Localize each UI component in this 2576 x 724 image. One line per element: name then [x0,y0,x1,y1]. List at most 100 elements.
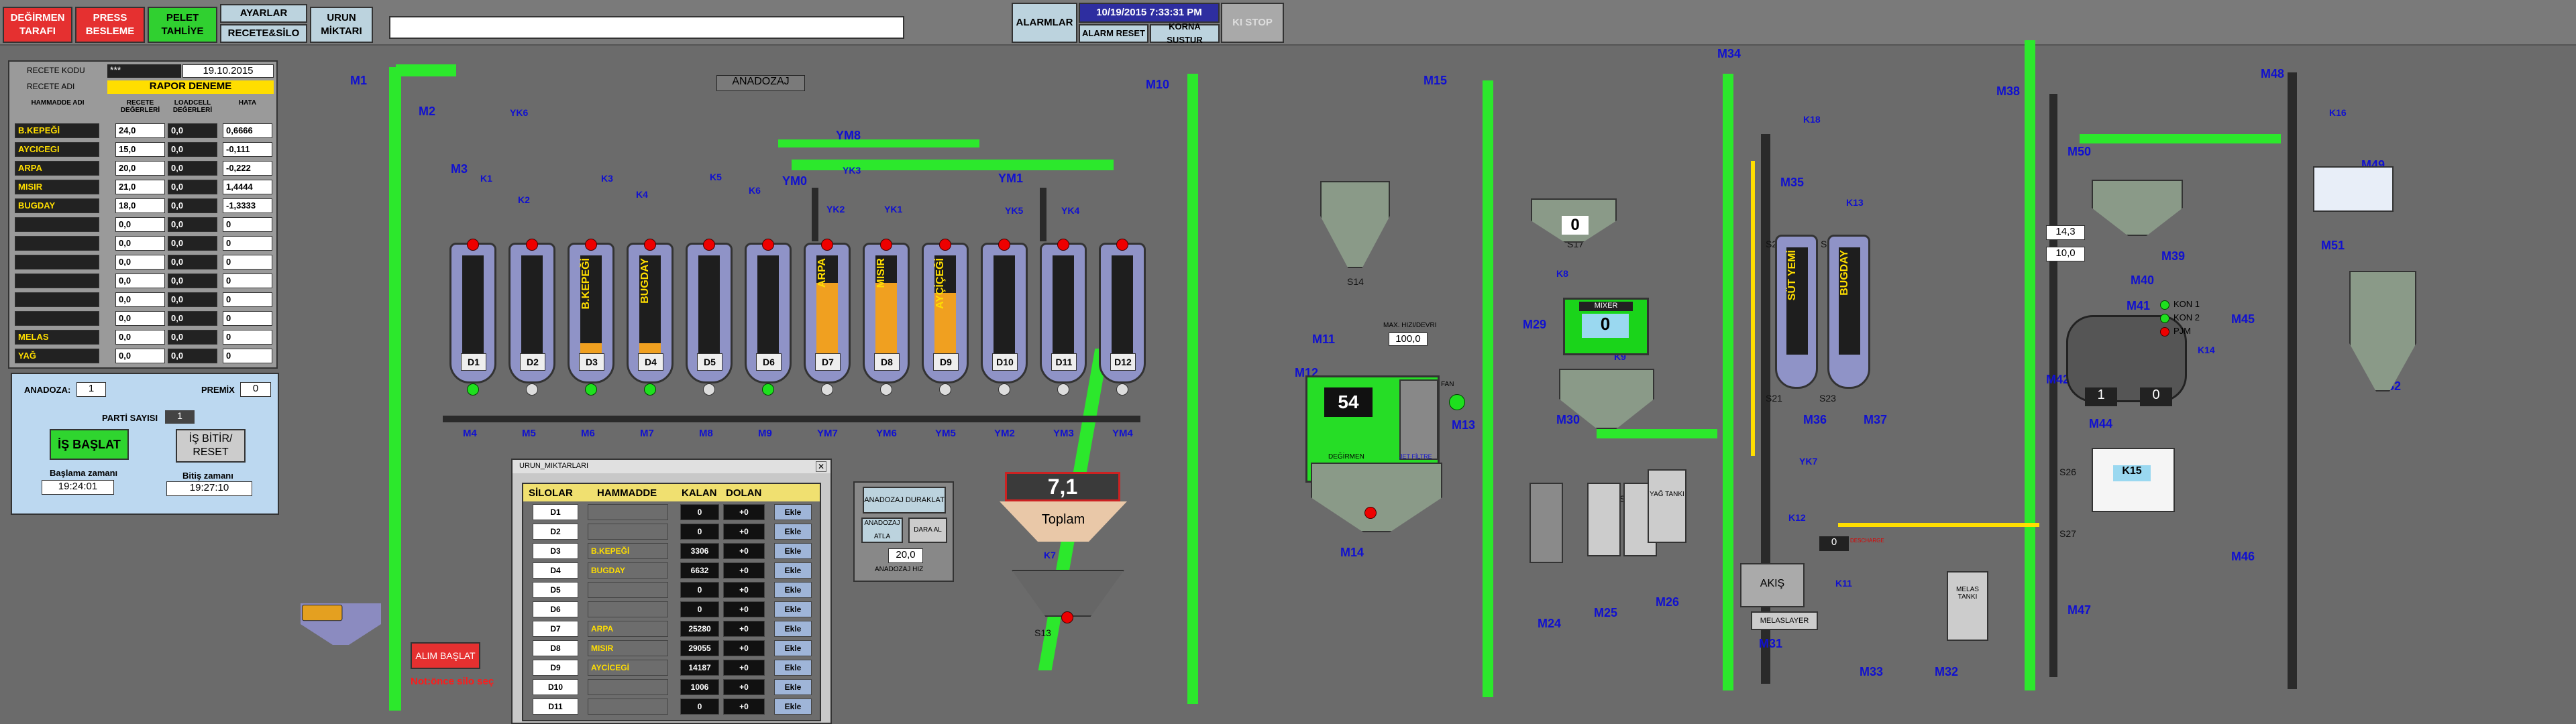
popup-col-dolan: DOLAN [726,487,762,499]
popup-material [588,601,668,617]
popup-dolan[interactable]: +0 [723,621,765,637]
is-baslat-button[interactable]: İŞ BAŞLAT [50,429,129,460]
popup-dolan[interactable]: +0 [723,504,765,520]
label-s26: S26 [2059,467,2076,477]
silo-d1[interactable]: D1 [449,243,496,383]
silo-level [934,293,956,353]
silo-d11[interactable]: D11 [1040,243,1087,383]
recipe-value[interactable]: 24,0 [115,123,165,138]
recipe-value[interactable]: 0,0 [115,330,165,345]
popup-dolan[interactable]: +0 [723,601,765,617]
press-button[interactable]: PRESS BESLEME [75,7,145,43]
popup-dolan[interactable]: +0 [723,699,765,715]
recete-silo-button[interactable]: RECETE&SİLO [220,24,307,43]
silo-d10[interactable]: D10 [981,243,1028,383]
recipe-value[interactable]: 0,0 [115,255,165,269]
popup-dolan[interactable]: +0 [723,562,765,579]
recete-date-field[interactable]: 19.10.2015 [182,64,274,78]
premix-field[interactable]: 0 [240,382,271,397]
ingredient-name [15,274,99,288]
label-m29: M29 [1523,318,1547,331]
anadoza-label: ANADOZA: [24,385,71,395]
jet-filter-label: JET FİLTRE [1399,453,1432,460]
toplam-hopper: Toplam [1000,501,1127,542]
silo-conveyor-label: YM6 [876,428,897,439]
popup-material: BUGDAY [588,562,668,579]
label-ym1: YM1 [998,172,1024,185]
max-hiz-field[interactable]: 100,0 [1389,333,1428,346]
popup-kalan: 3306 [680,543,719,559]
popup-dolan[interactable]: +0 [723,582,765,598]
degirmen-button[interactable]: DEĞİRMEN TARAFI [3,7,72,43]
ekle-button[interactable]: Ekle [774,679,812,695]
recipe-value[interactable]: 15,0 [115,142,165,157]
silo-gate-sensor [762,383,774,396]
anadozaj-hiz-field[interactable]: 20,0 [888,548,923,563]
ekle-button[interactable]: Ekle [774,524,812,540]
label-m1: M1 [350,74,368,87]
ekle-button[interactable]: Ekle [774,504,812,520]
error-value: 0 [223,349,272,363]
silo-conveyor-label: M5 [522,428,536,439]
recipe-value[interactable]: 0,0 [115,311,165,326]
silo-d5[interactable]: D5 [686,243,733,383]
silo-d2[interactable]: D2 [508,243,555,383]
max-hiz-label: MAX. HIZI/DEVRI [1383,322,1437,329]
popup-material: AYCİCEGİ [588,660,668,676]
ekle-button[interactable]: Ekle [774,699,812,715]
dara-al-button[interactable]: DARA AL [908,518,947,543]
pres-value-1[interactable]: 14,3 [2046,225,2085,240]
recete-kodu-field[interactable]: *** [107,64,181,78]
anadozaj-atla-button[interactable]: ANADOZAJ ATLA [861,518,903,543]
error-value: 0 [223,255,272,269]
recipe-value[interactable]: 0,0 [115,217,165,232]
alim-baslat-button[interactable]: ALIM BAŞLAT [411,642,480,669]
pres-value-2[interactable]: 10,0 [2046,247,2085,261]
ekle-button[interactable]: Ekle [774,640,812,656]
kstop-button[interactable]: KI STOP [1221,3,1284,43]
label-m50: M50 [2068,145,2092,158]
anadoza-field[interactable]: 1 [76,382,106,397]
ekle-button[interactable]: Ekle [774,543,812,559]
urun-miktari-button[interactable]: URUN MİKTARI [310,7,373,43]
popup-dolan[interactable]: +0 [723,543,765,559]
popup-dolan[interactable]: +0 [723,524,765,540]
recipe-value[interactable]: 0,0 [115,236,165,251]
ekle-button[interactable]: Ekle [774,621,812,637]
is-bitir-reset-button[interactable]: İŞ BİTİR/ RESET [176,429,246,463]
pelet-button[interactable]: PELET TAHLİYE [148,7,217,43]
alarmlar-button[interactable]: ALARMLAR [1012,3,1077,43]
popup-dolan[interactable]: +0 [723,640,765,656]
popup-dolan[interactable]: +0 [723,660,765,676]
alarm-reset-button[interactable]: ALARM RESET [1079,24,1148,43]
silo-id-label: D12 [1110,353,1136,371]
silo-d6[interactable]: D6 [745,243,792,383]
ekle-button[interactable]: Ekle [774,660,812,676]
ekle-button[interactable]: Ekle [774,601,812,617]
ekle-button[interactable]: Ekle [774,582,812,598]
recipe-value[interactable]: 20,0 [115,161,165,176]
recipe-value[interactable]: 0,0 [115,292,165,307]
parti-field[interactable]: 1 [165,410,195,424]
close-icon[interactable]: ✕ [816,461,826,472]
silo-gate-sensor [644,383,656,396]
recipe-value[interactable]: 0,0 [115,349,165,363]
recipe-value[interactable]: 21,0 [115,180,165,194]
popup-kalan: 0 [680,504,719,520]
anadozaj-duraklat-button[interactable]: ANADOZAJ DURAKLAT [863,487,946,514]
recete-adi-field[interactable]: RAPOR DENEME [107,80,274,94]
popup-dolan[interactable]: +0 [723,679,765,695]
silo-d12[interactable]: D12 [1099,243,1146,383]
ayarlar-button[interactable]: AYARLAR [220,4,307,23]
recipe-value[interactable]: 0,0 [115,274,165,288]
korna-sustur-button[interactable]: KORNA SUSTUR [1150,21,1220,45]
ekle-button[interactable]: Ekle [774,562,812,579]
loadcell-value: 0,0 [168,274,217,288]
recipe-value[interactable]: 18,0 [115,198,165,213]
loadcell-value: 0,0 [168,311,217,326]
